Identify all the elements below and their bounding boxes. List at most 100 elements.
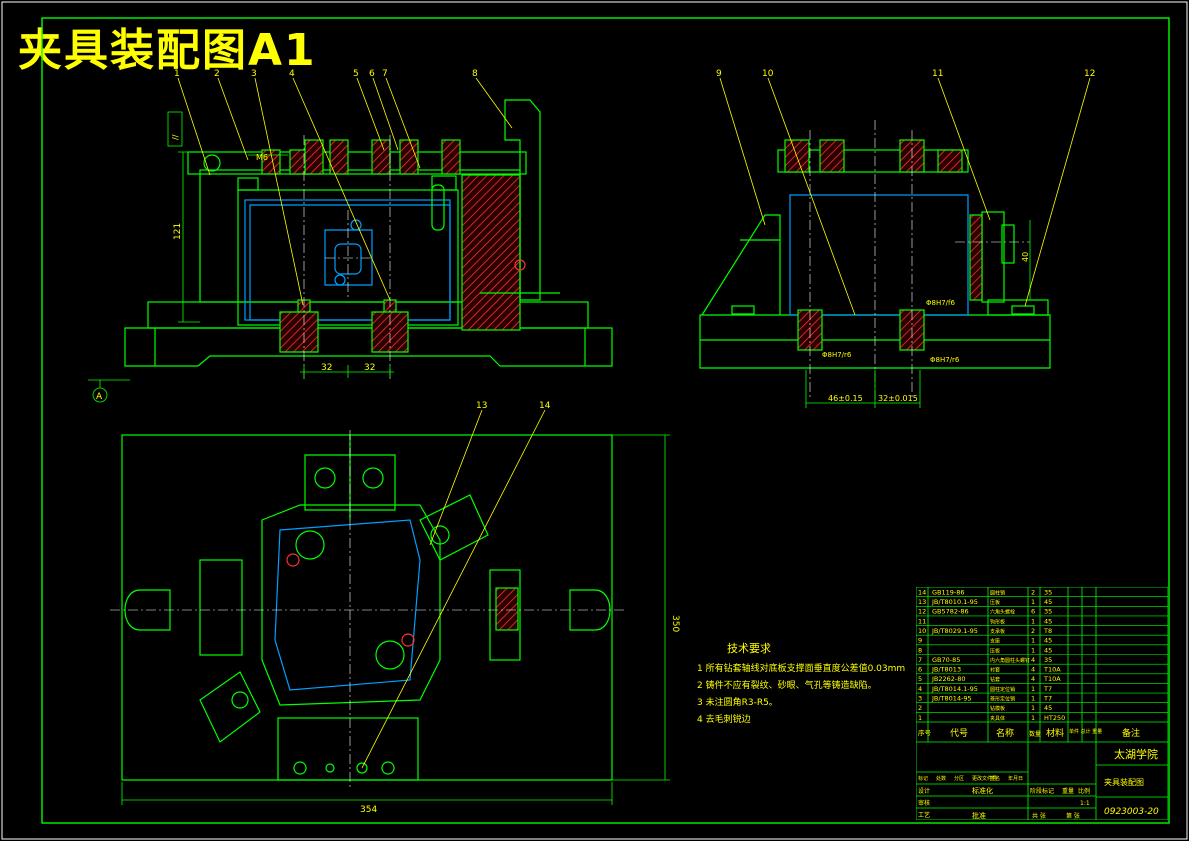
bom-cell-name: 衬套: [990, 667, 1000, 674]
drawing-title: 夹具装配图A1: [18, 25, 317, 76]
balloon-11: 11: [932, 69, 943, 79]
bom-cell-material: T7: [1043, 695, 1052, 703]
bom-header-remark: 备注: [1122, 727, 1140, 739]
bom-cell-name: 支座: [990, 638, 1000, 645]
tech-item: 1 所有钻套轴线对底板支撑面垂直度公差值0.03mm: [697, 664, 906, 674]
bom-cell-name: 支承板: [990, 628, 1005, 635]
dim-plan-width: 354: [360, 805, 377, 815]
sheet-label: 第 张: [1066, 812, 1080, 820]
bom-cell-name: 钩形板: [990, 618, 1005, 625]
bom-cell-no: 1: [918, 714, 922, 722]
sheets-label: 共 张: [1032, 812, 1046, 820]
leader-lines: [177, 77, 1091, 769]
bom-cell-material: 45: [1044, 646, 1052, 654]
rev-row-label: 更改文件号: [972, 775, 997, 782]
dim-front-height: 121: [173, 223, 183, 240]
side-centerlines: [809, 120, 1030, 400]
technical-requirements: 技术要求 1 所有钻套轴线对底板支撑面垂直度公差值0.03mm 2 铸件不应有裂…: [697, 640, 905, 729]
bom-header-code: 代号: [950, 728, 968, 739]
bom-cell-qty: 1: [1031, 617, 1035, 625]
bom-cell-code: JB/T8013: [931, 666, 961, 674]
bom-cell-qty: 4: [1031, 656, 1035, 664]
rev-row-label: 处数: [936, 775, 946, 782]
approve-label: 批准: [972, 811, 986, 820]
bom-cell-material: T8: [1043, 627, 1052, 635]
bom-cell-material: 35: [1044, 608, 1052, 616]
bom-cell-qty: 1: [1031, 714, 1035, 722]
bom-cell-name: 夹具体: [990, 715, 1005, 722]
stage-label: 阶段标记: [1030, 787, 1054, 795]
bom-cell-qty: 4: [1031, 675, 1035, 683]
bom-cell-qty: 2: [1031, 588, 1035, 596]
tech-item: 4 去毛刺锐边: [697, 715, 751, 725]
bom-cell-no: 11: [918, 617, 926, 625]
bom-cell-material: 35: [1044, 656, 1052, 664]
bom-header-no: 序号: [918, 728, 932, 737]
bom-cell-code: GB70-85: [932, 656, 960, 664]
dim-side-46: 46±0.15: [828, 394, 863, 403]
bom-cell-code: JB2262-80: [931, 675, 966, 683]
balloon-2: 2: [214, 69, 220, 79]
bom-cell-qty: 1: [1031, 637, 1035, 645]
bom-cell-material: T7: [1043, 685, 1052, 693]
sign-review: 审核: [918, 799, 930, 807]
bom-cell-no: 4: [918, 685, 922, 693]
front-view: [124, 99, 613, 367]
balloon-14: 14: [539, 401, 551, 411]
school-name: 太湖学院: [1114, 747, 1158, 761]
bom-cell-code: GB119-86: [932, 588, 965, 596]
dim-side-40: 40: [1021, 252, 1030, 262]
rev-row-label: 年月日: [1008, 775, 1023, 782]
flatness-symbol: //: [171, 134, 180, 140]
bom-cell-no: 2: [918, 704, 922, 712]
bom-cell-qty: 2: [1031, 627, 1035, 635]
bom-cell-code: JB/T8014-95: [931, 695, 972, 703]
bom-cell-material: 45: [1044, 598, 1052, 606]
balloon-9: 9: [716, 69, 722, 79]
bom-cell-name: 压板: [990, 647, 1000, 654]
front-centerlines: [303, 135, 391, 380]
balloon-10: 10: [762, 69, 774, 79]
drawing-number: 0923003-20: [1104, 807, 1159, 817]
bom-header-weight: 单件 总计 重量: [1069, 728, 1102, 735]
bom-cell-name: 圆柱销: [990, 589, 1005, 596]
bom-cell-material: 45: [1044, 637, 1052, 645]
bom-cell-qty: 1: [1031, 704, 1035, 712]
bom-cell-code: GB5782-86: [932, 608, 969, 616]
bom-cell-no: 10: [918, 627, 926, 635]
bom-cell-no: 12: [918, 608, 926, 616]
dim-side-32: 32±0.015: [878, 394, 918, 403]
bom-cell-material: 45: [1044, 704, 1052, 712]
std-label: 标准化: [972, 786, 993, 795]
tech-item: 2 铸件不应有裂纹、砂眼、气孔等铸造缺陷。: [697, 681, 877, 691]
balloon-6: 6: [369, 69, 375, 79]
dim-m6: M6: [256, 153, 268, 162]
drawing-name: 夹具装配图: [1104, 777, 1144, 787]
balloon-4: 4: [289, 69, 295, 79]
tech-heading: 技术要求: [727, 642, 771, 655]
bom-header-qty: 数量: [1029, 730, 1041, 738]
dim-front-32-left: 32: [321, 363, 332, 373]
bom-cell-qty: 4: [1031, 666, 1035, 674]
scale-value: 1:1: [1080, 800, 1090, 807]
balloon-1: 1: [174, 69, 180, 79]
front-dimensions: [88, 111, 394, 403]
bom-cell-qty: 1: [1031, 646, 1035, 654]
bom-cell-qty: 1: [1031, 695, 1035, 703]
bom-cell-name: 菱形定位销: [990, 696, 1015, 703]
bom-cell-qty: 6: [1031, 608, 1035, 616]
bom-cell-material: 45: [1044, 617, 1052, 625]
bom-cell-qty: 1: [1031, 685, 1035, 693]
bom-cell-no: 9: [918, 637, 922, 645]
rev-row-label: 分区: [954, 775, 964, 782]
balloon-5: 5: [353, 69, 359, 79]
dim-side-fit-2: Φ8H7/r6: [822, 351, 852, 359]
balloon-13: 13: [476, 401, 487, 411]
scale-label: 比例: [1078, 787, 1090, 795]
bom-cell-no: 5: [918, 675, 922, 683]
bom-cell-code: JB/T8014.1-95: [931, 685, 978, 693]
plan-centerlines: [110, 430, 625, 790]
bom-header-name: 名称: [996, 727, 1014, 739]
balloon-3: 3: [251, 69, 257, 79]
